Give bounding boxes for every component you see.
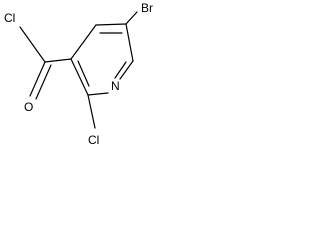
bond-c3-carbonyl bbox=[44, 58, 72, 63]
bond-c5-c6 bbox=[125, 23, 134, 62]
bond-carbonyl-o-b bbox=[35, 64, 52, 100]
bond-c2-cl bbox=[87, 94, 96, 129]
bond-c5-br bbox=[125, 11, 138, 25]
structure-diagram: Br Cl O N Cl bbox=[4, 1, 153, 147]
bond-carbonyl-cl bbox=[19, 26, 46, 63]
atom-label-n: N bbox=[111, 79, 120, 93]
atom-label-br: Br bbox=[141, 1, 153, 15]
bond-carbonyl-o-a bbox=[29, 61, 46, 97]
atom-label-acyl-cl: Cl bbox=[4, 11, 15, 25]
bond-n-c2 bbox=[87, 92, 109, 96]
bond-c4-c5 bbox=[95, 23, 127, 26]
bond-c2-c3 bbox=[70, 58, 89, 96]
double-bond-c2-c3-inner bbox=[77, 60, 90, 87]
bond-c3-c4 bbox=[70, 24, 97, 60]
atom-label-ring-cl: Cl bbox=[88, 133, 99, 147]
double-bond-c6-n-inner bbox=[114, 61, 127, 79]
bond-c6-n bbox=[119, 60, 134, 80]
atom-label-o: O bbox=[24, 100, 33, 114]
